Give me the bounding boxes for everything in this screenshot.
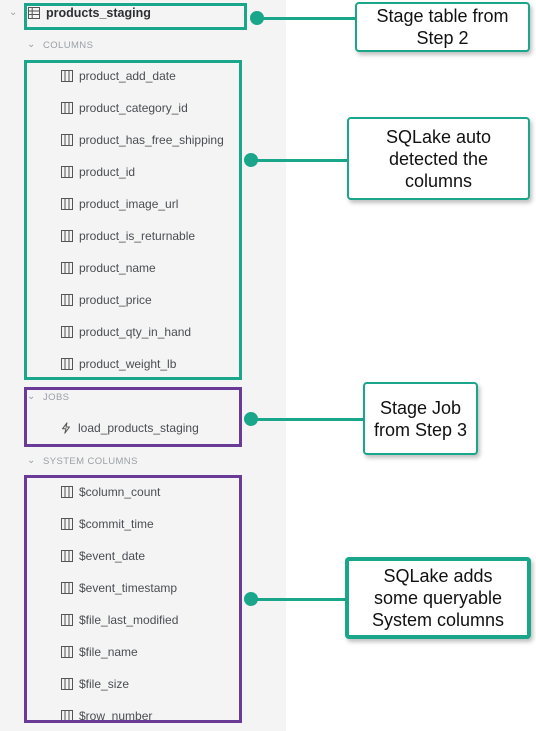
tree-system-column-item[interactable]: $file_size [61,676,129,692]
column-label: $file_size [79,677,130,691]
column-label: product_is_returnable [79,229,196,243]
column-label: $file_last_modified [79,613,179,627]
column-icon [61,70,73,82]
tree-column-item[interactable]: product_id [61,164,135,180]
column-label: product_weight_lb [79,357,177,371]
connector-dot [244,592,258,606]
tree-system-column-item[interactable]: $file_name [61,644,138,660]
highlight-frame-jobs [24,387,242,447]
highlight-frame-columns [24,60,242,380]
tree-table-products-staging[interactable]: products_staging [28,5,151,21]
column-label: product_name [79,261,156,275]
connector-line [251,17,358,20]
callout-system-columns-text: SQLake adds some queryable System column… [371,566,505,630]
job-lightning-icon [62,422,70,434]
column-icon [61,102,73,114]
column-icon [61,326,73,338]
connector-dot [244,412,258,426]
tree-column-item[interactable]: product_qty_in_hand [61,324,191,340]
tree-column-item[interactable]: product_is_returnable [61,228,195,244]
column-icon [61,646,73,658]
column-icon [61,678,73,690]
table-name: products_staging [46,6,151,20]
callout-stage-table-text: Stage table from Step 2 [376,6,509,48]
column-label: product_id [79,165,136,179]
column-label: product_image_url [79,197,179,211]
column-icon [61,230,73,242]
tree-system-column-item[interactable]: $column_count [61,484,160,500]
tree-column-item[interactable]: product_name [61,260,156,276]
connector-dot [250,11,264,25]
connector-line [247,159,348,162]
column-label: $file_name [79,645,138,659]
column-icon [61,294,73,306]
chevron-down-icon[interactable]: ⌄ [27,391,36,402]
section-columns-header[interactable]: COLUMNS [43,40,94,51]
column-label: $column_count [79,485,161,499]
callout-auto-detect-text: SQLake auto detected the columns [385,126,492,191]
column-icon [61,262,73,274]
connector-dot [244,153,258,167]
column-label: $row_number [79,709,153,723]
column-label: $commit_time [79,517,154,531]
chevron-down-icon[interactable]: ⌄ [9,7,18,18]
section-jobs-header[interactable]: JOBS [43,392,70,403]
tree-system-column-item[interactable]: $event_date [61,548,145,564]
column-icon [61,166,73,178]
schema-tree-panel: ⌄ products_staging ⌄ COLUMNS product_add… [0,0,286,731]
highlight-frame-system-columns [24,475,242,723]
tree-job-load-products-staging[interactable]: load_products_staging [60,420,199,436]
column-icon [61,518,73,530]
column-label: $event_timestamp [79,581,178,595]
column-label: product_has_free_shipping [79,133,224,147]
column-icon [61,550,73,562]
connector-line [250,418,365,421]
column-icon [61,614,73,626]
highlight-frame-table [24,3,247,30]
tree-system-column-item[interactable]: $file_last_modified [61,612,178,628]
tree-column-item[interactable]: product_price [61,292,152,308]
tree-column-item[interactable]: product_add_date [61,68,176,84]
tree-column-item[interactable]: product_image_url [61,196,178,212]
column-label: product_add_date [79,69,176,83]
callout-stage-job: Stage Job from Step 3 [363,382,478,455]
section-system-columns-header[interactable]: SYSTEM COLUMNS [43,456,138,467]
connector-line [247,598,348,601]
column-icon [61,486,73,498]
column-label: product_qty_in_hand [79,325,192,339]
callout-system-columns: SQLake adds some queryable System column… [345,557,531,639]
callout-auto-detect: SQLake auto detected the columns [347,117,530,200]
job-label: load_products_staging [78,421,199,435]
tree-system-column-item[interactable]: $commit_time [61,516,154,532]
tree-system-column-item[interactable]: $event_timestamp [61,580,177,596]
tree-column-item[interactable]: product_category_id [61,100,188,116]
column-icon [61,582,73,594]
column-icon [61,198,73,210]
column-label: product_price [79,293,152,307]
tree-column-item[interactable]: product_weight_lb [61,356,176,372]
chevron-down-icon[interactable]: ⌄ [27,39,36,50]
column-icon [61,358,73,370]
callout-stage-table: Stage table from Step 2 [355,2,530,52]
table-icon [28,7,40,19]
column-label: $event_date [79,549,146,563]
callout-stage-job-text: Stage Job from Step 3 [373,397,468,440]
tree-column-item[interactable]: product_has_free_shipping [61,132,224,148]
chevron-down-icon[interactable]: ⌄ [27,455,36,466]
column-label: product_category_id [79,101,188,115]
column-icon [61,134,73,146]
